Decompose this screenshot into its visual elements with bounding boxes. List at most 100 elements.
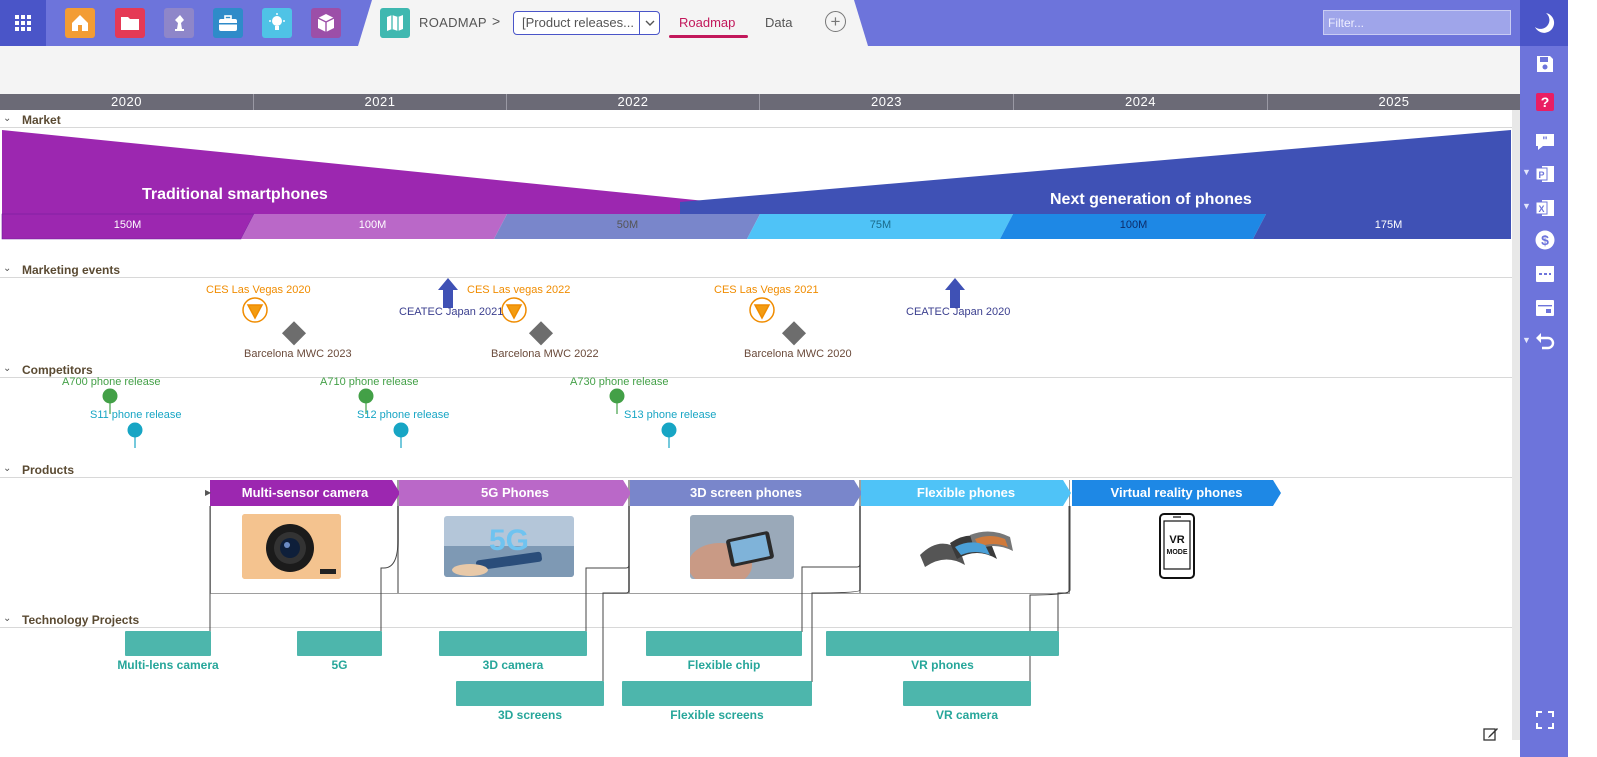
year-label: 2024: [1013, 94, 1267, 110]
chevron-down-icon[interactable]: ⌄: [3, 463, 12, 474]
tech-project-bar[interactable]: [125, 631, 211, 656]
edit-icon[interactable]: [1483, 726, 1499, 742]
view-select[interactable]: [Product releases...: [513, 11, 660, 35]
year-label: 2022: [506, 94, 759, 110]
calendar-icon[interactable]: [1532, 260, 1558, 286]
timeline-header: 2020 2021 2022 2023 2024 2025: [0, 94, 1520, 110]
product-bar[interactable]: Multi-sensor camera: [210, 480, 400, 506]
ces-marker: [501, 297, 527, 323]
tech-project-bar[interactable]: [622, 681, 812, 706]
year-label: 2020: [111, 94, 142, 109]
competitor-label[interactable]: S11 phone release: [90, 409, 182, 421]
app-logo-icon[interactable]: [1520, 0, 1568, 46]
event-label[interactable]: Barcelona MWC 2023: [244, 348, 352, 360]
chevron-down-icon[interactable]: ⌄: [3, 363, 12, 374]
save-icon[interactable]: [1532, 51, 1558, 77]
chevron-down-icon[interactable]: ▼: [1522, 201, 1531, 211]
product-bar[interactable]: 3D screen phones: [630, 480, 862, 506]
lane-title: Technology Projects: [22, 613, 140, 627]
market-band-6: [1253, 214, 1511, 239]
tech-project-label: 3D camera: [482, 658, 544, 672]
marketing-events-markers: [242, 278, 965, 346]
lane-products[interactable]: ⌄ Products: [0, 462, 1512, 478]
lane-marketing-events[interactable]: ⌄ Marketing events: [0, 262, 1512, 278]
briefcase-app-icon[interactable]: [213, 8, 243, 38]
market-band-label: 50M: [616, 219, 639, 231]
market-band-5: [1000, 214, 1266, 239]
tab-data[interactable]: Data: [765, 15, 793, 30]
ceatec-marker: [945, 278, 965, 308]
competitor-label[interactable]: A730 phone release: [570, 376, 669, 388]
product-bar[interactable]: 5G Phones: [399, 480, 631, 506]
powerpoint-icon[interactable]: P: [1532, 161, 1558, 187]
breadcrumb-separator: >: [492, 13, 501, 29]
collapse-arrow-icon[interactable]: ▶: [205, 488, 212, 497]
market-band-3: [494, 214, 760, 239]
event-label[interactable]: CEATEC Japan 2020: [906, 306, 1011, 318]
competitor-markers: [102, 388, 677, 448]
next-gen-phones-area: [680, 130, 1511, 214]
tech-project-label: Flexible chip: [687, 658, 761, 672]
help-icon[interactable]: ?: [1532, 89, 1558, 115]
competitor-label[interactable]: A710 phone release: [320, 376, 419, 388]
svg-text:VR: VR: [1169, 534, 1184, 546]
svg-text:$: $: [1541, 232, 1549, 248]
vr-phone-image: VR MODE: [1145, 512, 1209, 580]
a-series-pin: [102, 388, 118, 414]
competitor-label[interactable]: S13 phone release: [624, 409, 717, 421]
tech-project-bar[interactable]: [646, 631, 802, 656]
lane-title: Competitors: [22, 363, 93, 377]
filter-input[interactable]: [1323, 10, 1511, 35]
home-app-icon[interactable]: [65, 8, 95, 38]
chess-app-icon[interactable]: [164, 8, 194, 38]
product-bar[interactable]: Flexible phones: [861, 480, 1071, 506]
apps-grid-icon[interactable]: [0, 0, 46, 46]
tech-project-bar[interactable]: [456, 681, 604, 706]
fullscreen-icon[interactable]: [1532, 707, 1558, 733]
excel-icon[interactable]: X: [1532, 195, 1558, 221]
chevron-down-icon[interactable]: ▼: [1522, 335, 1531, 345]
calendar-event-icon[interactable]: [1532, 294, 1558, 320]
market-band-label: 150M: [113, 219, 142, 231]
event-label[interactable]: CEATEC Japan 2021: [399, 306, 504, 318]
vertical-scrollbar[interactable]: [1512, 110, 1520, 740]
tab-roadmap[interactable]: Roadmap: [679, 15, 736, 30]
event-label[interactable]: Barcelona MWC 2020: [744, 348, 852, 360]
lane-technology-projects[interactable]: ⌄ Technology Projects: [0, 612, 1512, 628]
3d-phone-image: [690, 515, 794, 579]
chevron-down-icon[interactable]: ⌄: [3, 113, 12, 124]
market-band-label: 100M: [1119, 219, 1148, 231]
tech-project-bar[interactable]: [826, 631, 1059, 656]
chevron-down-icon[interactable]: ⌄: [3, 263, 12, 274]
chevron-down-icon[interactable]: ⌄: [3, 613, 12, 624]
market-band-label: 100M: [358, 219, 387, 231]
dollar-icon[interactable]: $: [1532, 227, 1558, 253]
box-app-icon[interactable]: [311, 8, 341, 38]
tech-project-label: VR camera: [935, 708, 999, 722]
add-tab-button[interactable]: +: [825, 11, 846, 32]
breadcrumb[interactable]: ROADMAP: [419, 15, 487, 30]
lane-competitors[interactable]: ⌄ Competitors: [0, 362, 1512, 378]
folder-app-icon[interactable]: [115, 8, 145, 38]
tech-project-bar[interactable]: [903, 681, 1031, 706]
ces-marker: [749, 297, 775, 323]
tech-project-label: VR phones: [911, 658, 974, 672]
event-label[interactable]: CES Las Vegas 2021: [714, 284, 819, 296]
product-bar[interactable]: Virtual reality phones: [1072, 480, 1281, 506]
event-label[interactable]: CES Las vegas 2022: [467, 284, 571, 296]
tech-project-label: 3D screens: [497, 708, 563, 722]
5g-label: 5G: [489, 524, 529, 557]
tech-project-bar[interactable]: [297, 631, 382, 656]
competitor-label[interactable]: A700 phone release: [62, 376, 161, 388]
chevron-down-icon[interactable]: ▼: [1522, 167, 1531, 177]
lane-market[interactable]: ⌄ Market: [0, 112, 1512, 128]
lightbulb-app-icon[interactable]: [262, 8, 292, 38]
event-label[interactable]: Barcelona MWC 2022: [491, 348, 599, 360]
undo-icon[interactable]: [1532, 329, 1558, 355]
svg-text:": ": [1542, 135, 1547, 147]
comments-icon[interactable]: ": [1532, 129, 1558, 155]
competitor-label[interactable]: S12 phone release: [357, 409, 450, 421]
event-label[interactable]: CES Las Vegas 2020: [206, 284, 311, 296]
lane-title: Market: [22, 113, 61, 127]
tech-project-bar[interactable]: [439, 631, 587, 656]
